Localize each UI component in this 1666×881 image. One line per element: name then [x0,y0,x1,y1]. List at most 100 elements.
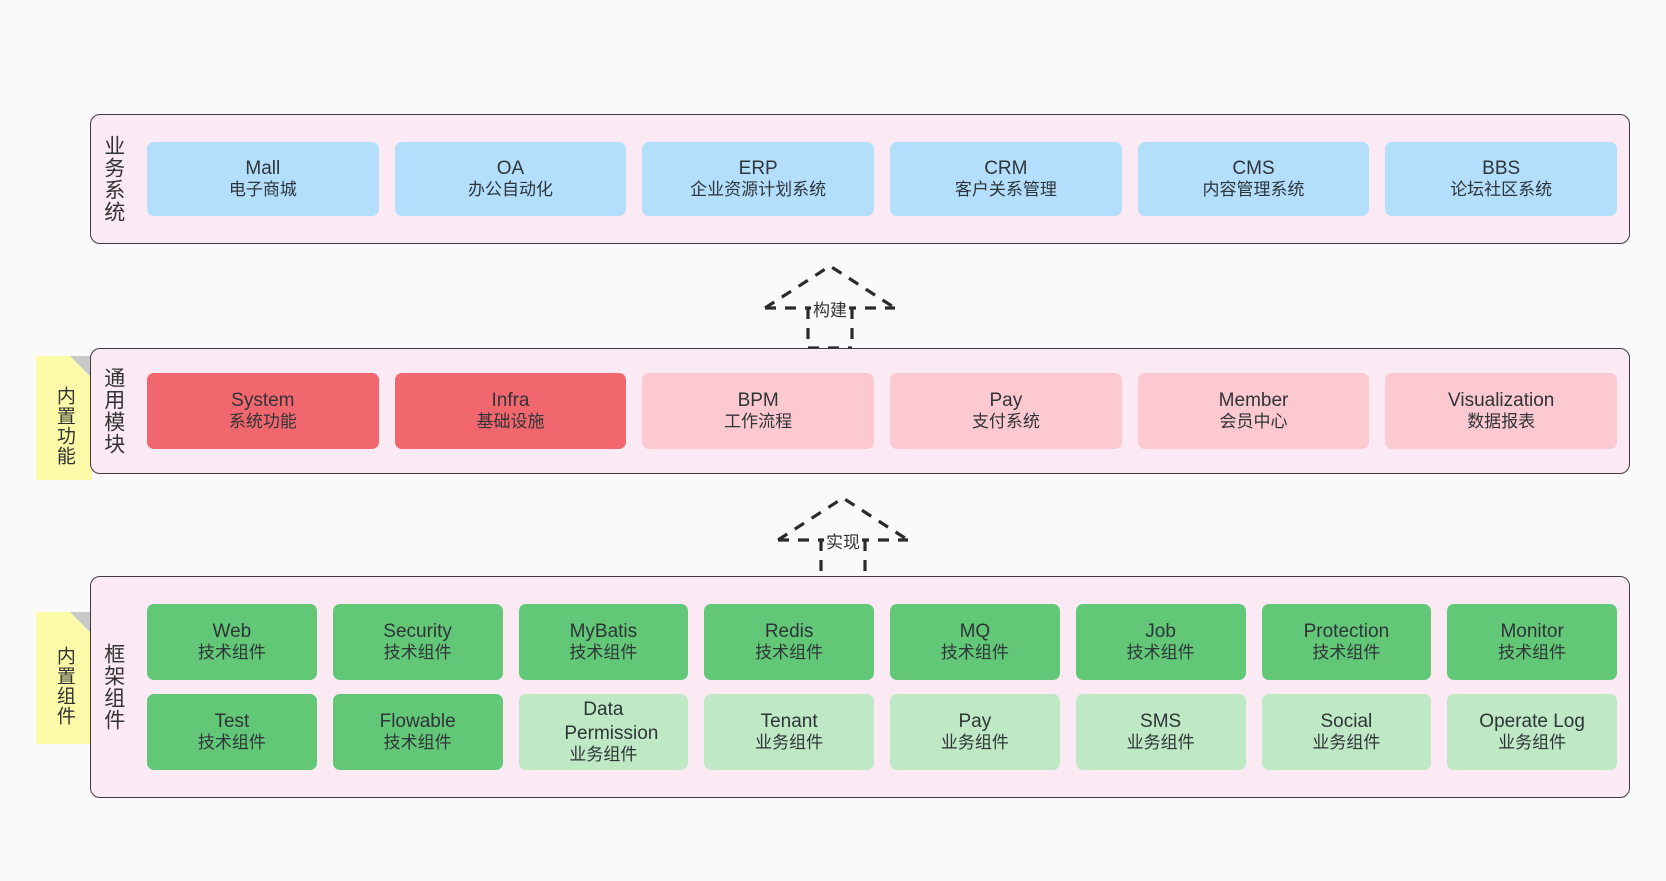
card-subtitle: 技术组件 [383,733,452,753]
card-subtitle: 技术组件 [197,643,266,663]
card-title: Protection [1303,621,1390,643]
card-pay-component[interactable]: Pay 业务组件 [890,694,1060,770]
card-subtitle: 业务组件 [1498,733,1567,753]
card-erp[interactable]: ERP 企业资源计划系统 [642,142,875,216]
card-member[interactable]: Member 会员中心 [1137,373,1370,449]
fold-corner-icon [70,612,92,634]
card-title: Tenant [760,711,818,733]
card-security[interactable]: Security 技术组件 [332,604,503,680]
card-visualization[interactable]: Visualization 数据报表 [1385,373,1618,449]
card-subtitle: 办公自动化 [468,180,553,200]
card-title: ERP [738,158,778,180]
card-subtitle: 数据报表 [1467,412,1536,432]
card-test[interactable]: Test 技术组件 [147,694,317,770]
connector-label-implement: 实现 [824,528,862,553]
layer-caption-general-modules: 通用模块 [101,367,125,455]
card-title: CRM [984,158,1028,180]
card-bbs[interactable]: BBS 论坛社区系统 [1385,142,1618,216]
card-protection[interactable]: Protection 技术组件 [1261,604,1432,680]
card-subtitle: 客户关系管理 [954,180,1057,200]
card-mybatis[interactable]: MyBatis 技术组件 [518,604,689,680]
card-subtitle: 基础设施 [476,412,545,432]
layer-caption-framework-components: 框架组件 [101,643,125,731]
card-social[interactable]: Social 业务组件 [1261,694,1432,770]
card-subtitle: 企业资源计划系统 [690,180,827,200]
card-row: System 系统功能 Infra 基础设施 BPM 工作流程 Pay 支付系统… [147,373,1618,449]
sticky-note-builtin-components: 内置组件 [36,612,92,744]
card-subtitle: 支付系统 [971,412,1040,432]
card-redis[interactable]: Redis 技术组件 [704,604,874,680]
card-pay-module[interactable]: Pay 支付系统 [890,373,1122,449]
card-subtitle: 技术组件 [383,643,452,663]
card-title: Redis [764,621,814,643]
card-job[interactable]: Job 技术组件 [1075,604,1246,680]
card-subtitle: 业务组件 [1312,733,1381,753]
card-subtitle: 业务组件 [569,744,638,764]
layer-body-framework-components: Web 技术组件 Security 技术组件 MyBatis 技术组件 Redi… [135,577,1629,797]
fold-corner-icon [70,356,92,378]
card-subtitle: 会员中心 [1219,412,1288,432]
card-subtitle: 论坛社区系统 [1450,180,1553,200]
connector-implement: 实现 [768,490,918,582]
card-title: OA [496,158,525,180]
card-subtitle: 业务组件 [940,733,1009,753]
card-crm[interactable]: CRM 客户关系管理 [890,142,1122,216]
card-row-business: Test 技术组件 Flowable 技术组件 Data Permission … [147,694,1617,770]
sticky-note-text: 内置功能 [53,386,75,466]
card-title: Social [1320,711,1373,733]
card-sms[interactable]: SMS 业务组件 [1075,694,1246,770]
layer-body-business-systems: Mall 电子商城 OA 办公自动化 ERP 企业资源计划系统 CRM 客户关系… [135,115,1629,243]
card-oa[interactable]: OA 办公自动化 [394,142,627,216]
card-subtitle: 内容管理系统 [1202,180,1305,200]
card-cms[interactable]: CMS 内容管理系统 [1137,142,1370,216]
card-subtitle: 系统功能 [228,412,297,432]
card-title: Infra [491,390,530,412]
card-mall[interactable]: Mall 电子商城 [147,142,379,216]
card-title: Pay [989,390,1023,412]
layer-caption-business-systems: 业务系统 [101,135,125,223]
card-title: CMS [1232,158,1275,180]
card-subtitle: 技术组件 [940,643,1009,663]
card-title: MQ [959,621,991,643]
connector-build: 构建 [755,258,905,350]
card-title: BPM [737,390,779,412]
card-infra[interactable]: Infra 基础设施 [394,373,627,449]
card-title: Monitor [1500,621,1564,643]
sticky-note-text: 内置组件 [53,646,75,726]
card-operate-log[interactable]: Operate Log 业务组件 [1447,694,1617,770]
card-title: Mall [245,158,281,180]
card-title: Job [1145,621,1176,643]
connector-label-build: 构建 [811,296,849,321]
card-subtitle: 技术组件 [197,733,266,753]
layer-body-general-modules: System 系统功能 Infra 基础设施 BPM 工作流程 Pay 支付系统… [135,349,1629,473]
card-monitor[interactable]: Monitor 技术组件 [1447,604,1617,680]
card-tenant[interactable]: Tenant 业务组件 [704,694,874,770]
card-web[interactable]: Web 技术组件 [147,604,317,680]
card-subtitle: 技术组件 [1126,643,1195,663]
card-subtitle: 业务组件 [755,733,824,753]
card-bpm[interactable]: BPM 工作流程 [642,373,875,449]
card-title: SMS [1140,711,1182,733]
card-data-permission[interactable]: Data Permission 业务组件 [518,694,689,770]
card-subtitle: 技术组件 [569,643,638,663]
card-row-technical: Web 技术组件 Security 技术组件 MyBatis 技术组件 Redi… [147,604,1617,680]
card-title: Test [214,711,250,733]
layer-business-systems: 业务系统 Mall 电子商城 OA 办公自动化 ERP 企业资源计划系统 CRM… [90,114,1630,244]
card-title: Member [1218,390,1289,412]
layer-framework-components: 框架组件 Web 技术组件 Security 技术组件 MyBatis 技术组件… [90,576,1630,798]
card-flowable[interactable]: Flowable 技术组件 [332,694,503,770]
card-title: System [231,390,295,412]
card-subtitle: 技术组件 [1498,643,1567,663]
card-title: Operate Log [1479,711,1585,733]
card-subtitle: 技术组件 [755,643,824,663]
layer-general-modules: 通用模块 System 系统功能 Infra 基础设施 BPM 工作流程 Pay… [90,348,1630,474]
card-subtitle: 工作流程 [724,412,793,432]
card-title: Visualization [1448,390,1555,412]
card-system[interactable]: System 系统功能 [147,373,379,449]
card-title: Flowable [379,711,456,733]
card-subtitle: 业务组件 [1126,733,1195,753]
card-title: Security [383,621,452,643]
card-mq[interactable]: MQ 技术组件 [890,604,1060,680]
card-subtitle: 电子商城 [228,180,297,200]
card-title: Pay [958,711,992,733]
